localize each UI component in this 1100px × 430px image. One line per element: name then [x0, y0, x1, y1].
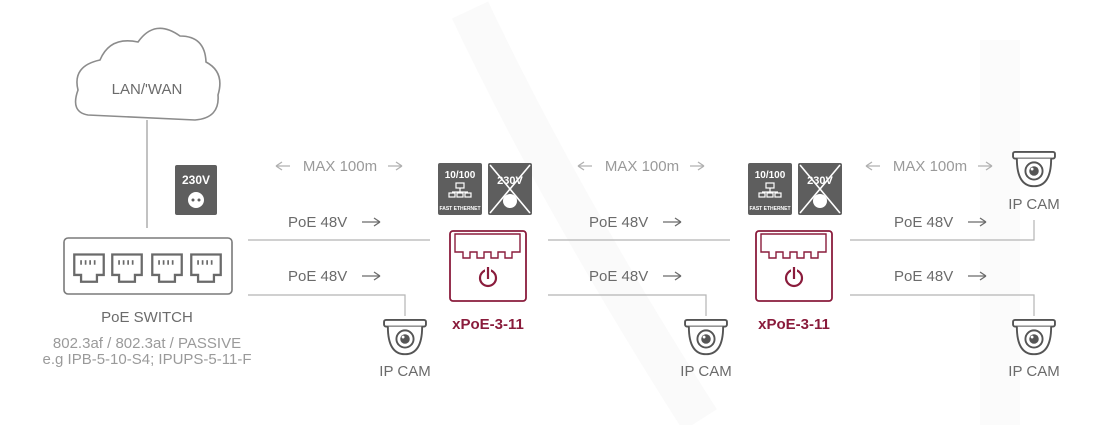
poe-label-6: PoE 48V: [894, 268, 987, 285]
fast-ethernet-badge: 10/100 FAST ETHERNET: [748, 163, 792, 215]
extender-device: [449, 230, 527, 302]
extender-name: xPoE-3-11: [452, 316, 524, 333]
poe-label-2: PoE 48V: [288, 268, 381, 285]
svg-text:PoE 48V: PoE 48V: [589, 268, 648, 285]
svg-text:FAST ETHERNET: FAST ETHERNET: [439, 206, 480, 212]
power-badge-label: 230V: [182, 173, 210, 187]
poe-label-1: PoE 48V: [288, 214, 381, 231]
svg-text:IP CAM: IP CAM: [1008, 363, 1059, 380]
network-icon: [758, 182, 782, 198]
svg-text:230V: 230V: [807, 175, 833, 187]
svg-text:PoE 48V: PoE 48V: [288, 214, 347, 231]
power-socket-badge: 230V: [175, 165, 217, 215]
no-power-badge: 230V: [798, 163, 842, 215]
connection-lines: [248, 220, 1035, 316]
switch-standards: 802.3af / 802.3at / PASSIVE: [53, 335, 241, 352]
svg-text:IP CAM: IP CAM: [1008, 196, 1059, 213]
camera-4: IP CAM: [1008, 318, 1060, 380]
camera-3: IP CAM: [1008, 150, 1060, 213]
cloud-icon: [74, 27, 221, 121]
switch-examples: e.g IPB-5-10-S4; IPUPS-5-11-F: [43, 351, 252, 368]
power-button-icon: [784, 266, 804, 288]
no-power-icon: [489, 164, 531, 214]
poe-label-3: PoE 48V: [589, 214, 682, 231]
extender-1: 10/100 FAST ETHERNET 230V: [438, 163, 532, 333]
svg-text:MAX 100m: MAX 100m: [893, 158, 967, 175]
svg-text:MAX 100m: MAX 100m: [303, 158, 377, 175]
svg-text:IP CAM: IP CAM: [379, 363, 430, 380]
dome-camera-icon: [684, 318, 728, 356]
dome-camera-icon: [383, 318, 427, 356]
distance-label-3: MAX 100m: [865, 158, 993, 175]
extender-device: [755, 230, 833, 302]
svg-text:10/100: 10/100: [445, 170, 476, 181]
svg-text:PoE 48V: PoE 48V: [589, 214, 648, 231]
camera-2: IP CAM: [680, 318, 732, 380]
svg-text:PoE 48V: PoE 48V: [894, 268, 953, 285]
switch-title: PoE SWITCH: [101, 309, 193, 326]
cloud-label: LAN/'WAN: [112, 81, 183, 98]
poe-switch: [63, 237, 233, 295]
network-icon: [448, 182, 472, 198]
svg-text:MAX 100m: MAX 100m: [605, 158, 679, 175]
svg-text:PoE 48V: PoE 48V: [894, 214, 953, 231]
background-watermark: [451, 1, 1020, 430]
svg-text:230V: 230V: [497, 175, 523, 187]
camera-1: IP CAM: [379, 318, 431, 380]
no-power-icon: [799, 164, 841, 214]
extender-name: xPoE-3-11: [758, 316, 830, 333]
fast-ethernet-badge: 10/100 FAST ETHERNET: [438, 163, 482, 215]
svg-text:10/100: 10/100: [755, 170, 786, 181]
no-power-badge: 230V: [488, 163, 532, 215]
svg-text:FAST ETHERNET: FAST ETHERNET: [749, 206, 790, 212]
distance-label-2: MAX 100m: [577, 158, 705, 175]
power-button-icon: [478, 266, 498, 288]
svg-text:IP CAM: IP CAM: [680, 363, 731, 380]
poe-label-5: PoE 48V: [894, 214, 987, 231]
distance-label-1: MAX 100m: [275, 158, 403, 175]
extender-2: 10/100 FAST ETHERNET 230V: [748, 163, 842, 333]
poe-label-4: PoE 48V: [589, 268, 682, 285]
power-socket-icon: [188, 192, 204, 208]
svg-text:PoE 48V: PoE 48V: [288, 268, 347, 285]
